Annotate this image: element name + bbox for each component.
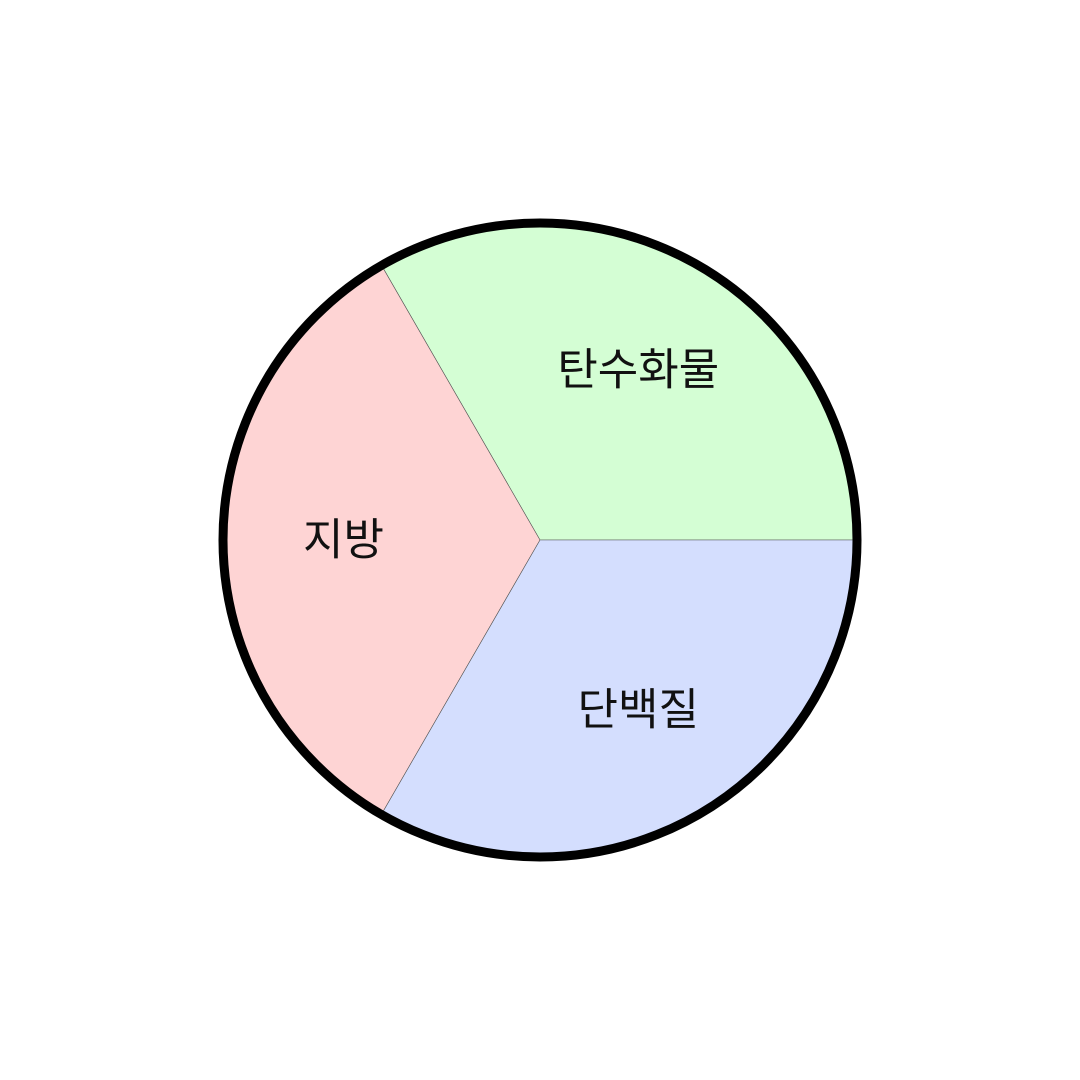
pie-slice-label-2: 단백질 [578,685,699,736]
slices-layer [222,222,858,858]
pie-border [218,218,862,862]
pie-slice-label-1: 지방 [303,514,384,565]
pie-slice-label-0: 탄수화물 [557,344,719,395]
